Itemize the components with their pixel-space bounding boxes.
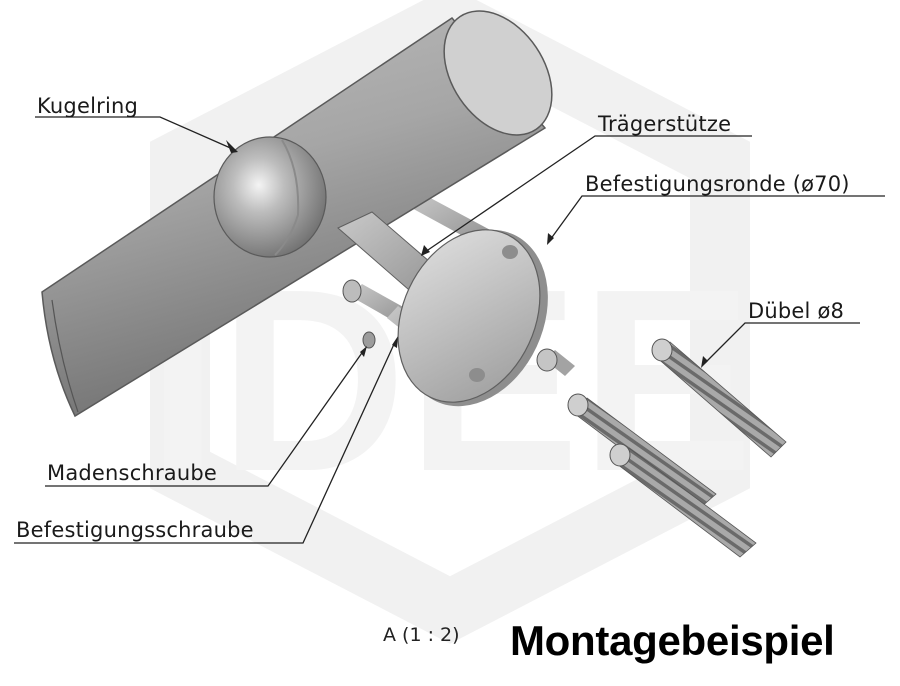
view-scale: A (1 : 2) — [383, 624, 460, 646]
label-traegerstuetze: Trägerstütze — [598, 112, 732, 136]
dowel-2 — [567, 393, 717, 509]
leader-arrows — [226, 140, 708, 368]
leader-madenschraube — [45, 349, 365, 487]
dowel-1 — [651, 338, 787, 458]
label-befestigungsschraube: Befestigungsschraube — [16, 518, 254, 542]
leader-befestigungsronde — [549, 195, 885, 241]
label-duebel: Dübel ø8 — [748, 299, 845, 323]
leader-duebel — [704, 322, 860, 364]
page-title: Montagebeispiel — [510, 617, 835, 664]
dowel-3 — [609, 443, 757, 558]
ball-ring — [213, 136, 327, 258]
grub-screw — [362, 331, 376, 349]
leader-traegerstuetze — [424, 135, 752, 253]
fixing-screw-small — [536, 348, 575, 376]
leader-lines — [14, 116, 885, 544]
label-madenschraube: Madenschraube — [47, 461, 218, 485]
mounting-disc — [397, 229, 548, 407]
leader-befestigungsschraube — [14, 341, 396, 544]
leader-kugelring — [35, 116, 236, 151]
label-befestigungsronde: Befestigungsronde (ø70) — [585, 172, 850, 196]
label-kugelring: Kugelring — [37, 94, 139, 118]
